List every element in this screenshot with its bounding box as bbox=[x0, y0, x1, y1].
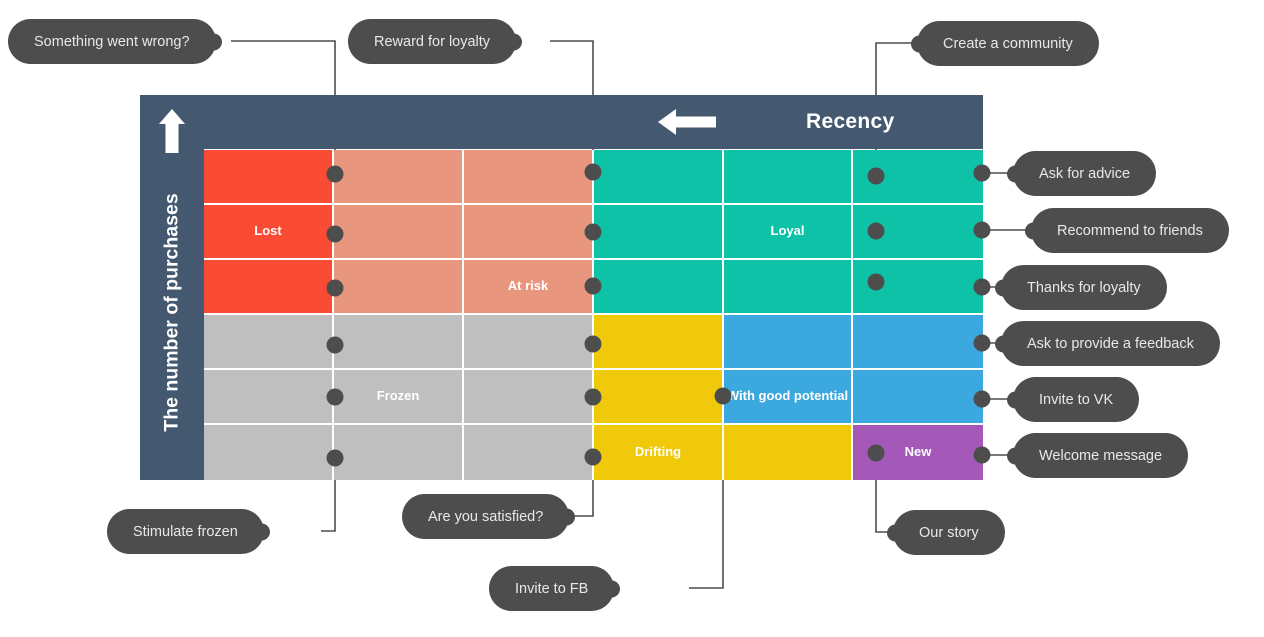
wire-dot bbox=[867, 167, 885, 185]
grid-cell-frozen bbox=[334, 315, 464, 370]
callout-are-you-satisfied[interactable]: Are you satisfied? bbox=[402, 494, 570, 539]
wire-dot bbox=[973, 390, 991, 408]
grid-cell-at_risk bbox=[334, 260, 464, 315]
grid-cell-frozen bbox=[464, 315, 594, 370]
callout-ask-to-provide-feedback[interactable]: Ask to provide a feedback bbox=[1001, 321, 1220, 366]
x-axis-label: Recency bbox=[806, 110, 895, 133]
grid-cell-loyal: Loyal bbox=[724, 205, 853, 260]
grid-cell-loyal bbox=[853, 205, 983, 260]
wire-dot bbox=[973, 278, 991, 296]
wire-dot bbox=[326, 279, 344, 297]
wire-dot bbox=[326, 165, 344, 183]
y-axis: The number of purchases bbox=[140, 95, 204, 480]
matrix: The number of purchases Recency Lost Loya… bbox=[140, 95, 983, 480]
grid-cell-lost: Lost bbox=[204, 205, 334, 260]
segment-label: Loyal bbox=[770, 223, 805, 239]
wire-dot bbox=[584, 335, 602, 353]
callout-reward-for-loyalty[interactable]: Reward for loyalty bbox=[348, 19, 517, 64]
callout-welcome-message[interactable]: Welcome message bbox=[1013, 433, 1189, 478]
wire-dot bbox=[973, 221, 991, 239]
wire-dot bbox=[584, 388, 602, 406]
callout-thanks-for-loyalty[interactable]: Thanks for loyalty bbox=[1001, 265, 1167, 310]
grid-cell-frozen bbox=[464, 370, 594, 425]
grid-cell-loyal bbox=[594, 150, 724, 205]
grid-cell-frozen bbox=[464, 425, 594, 480]
segment-label: Frozen bbox=[376, 388, 420, 404]
segment-label: With good potential bbox=[726, 388, 849, 404]
grid-cell-loyal bbox=[594, 260, 724, 315]
grid-cell-at_risk bbox=[464, 150, 594, 205]
wire-dot bbox=[584, 277, 602, 295]
y-axis-label: The number of purchases bbox=[160, 192, 183, 432]
grid-cell-frozen: Frozen bbox=[334, 370, 464, 425]
wire-dot bbox=[584, 163, 602, 181]
grid-cell-at_risk bbox=[334, 150, 464, 205]
wire-dot bbox=[326, 449, 344, 467]
grid-cell-loyal bbox=[724, 150, 853, 205]
grid-cell-drifting bbox=[594, 315, 724, 370]
grid-cell-at_risk bbox=[464, 205, 594, 260]
arrow-left-icon bbox=[658, 109, 716, 135]
wire-dot bbox=[326, 388, 344, 406]
grid-cell-at_risk bbox=[334, 205, 464, 260]
callout-ask-for-advice[interactable]: Ask for advice bbox=[1013, 151, 1157, 196]
wire-dot bbox=[326, 336, 344, 354]
wire-dot bbox=[584, 223, 602, 241]
grid-cell-with_good_potential bbox=[724, 315, 853, 370]
grid-cell-drifting bbox=[594, 370, 724, 425]
segment-label: At risk bbox=[507, 278, 549, 294]
segment-label: Drifting bbox=[634, 444, 682, 460]
callout-create-a-community[interactable]: Create a community bbox=[917, 21, 1099, 66]
x-axis-header: Recency bbox=[204, 95, 983, 149]
grid-cell-frozen bbox=[204, 425, 334, 480]
callout-our-story[interactable]: Our story bbox=[893, 510, 1005, 555]
callout-invite-to-fb[interactable]: Invite to FB bbox=[489, 566, 615, 611]
callout-stimulate-frozen[interactable]: Stimulate frozen bbox=[107, 509, 264, 554]
arrow-up-icon bbox=[159, 109, 185, 153]
grid-cell-loyal bbox=[724, 260, 853, 315]
grid-cell-lost bbox=[204, 150, 334, 205]
callout-recommend-to-friends[interactable]: Recommend to friends bbox=[1031, 208, 1229, 253]
wire-dot bbox=[867, 444, 885, 462]
grid-cell-frozen bbox=[204, 370, 334, 425]
wire-dot bbox=[867, 222, 885, 240]
wire-dot bbox=[714, 387, 732, 405]
grid-cell-lost bbox=[204, 260, 334, 315]
wire-dot bbox=[326, 225, 344, 243]
grid-cell-with_good_potential bbox=[853, 315, 983, 370]
y-axis-label-wrap: The number of purchases bbox=[140, 147, 204, 477]
grid-cell-at_risk: At risk bbox=[464, 260, 594, 315]
wire-dot bbox=[867, 273, 885, 291]
segment-label: New bbox=[904, 444, 932, 460]
callout-something-went-wrong[interactable]: Something went wrong? bbox=[8, 19, 216, 64]
callout-invite-to-vk[interactable]: Invite to VK bbox=[1013, 377, 1140, 422]
grid-cell-drifting: Drifting bbox=[594, 425, 724, 480]
wire-dot bbox=[973, 164, 991, 182]
grid-cell-with_good_potential: With good potential bbox=[724, 370, 853, 425]
grid-cell-frozen bbox=[204, 315, 334, 370]
grid-cell-drifting bbox=[724, 425, 853, 480]
segment-label: Lost bbox=[254, 223, 282, 239]
grid-cell-with_good_potential bbox=[853, 370, 983, 425]
wire-dot bbox=[973, 446, 991, 464]
wire-dot bbox=[973, 334, 991, 352]
wire-dot bbox=[584, 448, 602, 466]
grid-cell-frozen bbox=[334, 425, 464, 480]
grid-cell-loyal bbox=[594, 205, 724, 260]
